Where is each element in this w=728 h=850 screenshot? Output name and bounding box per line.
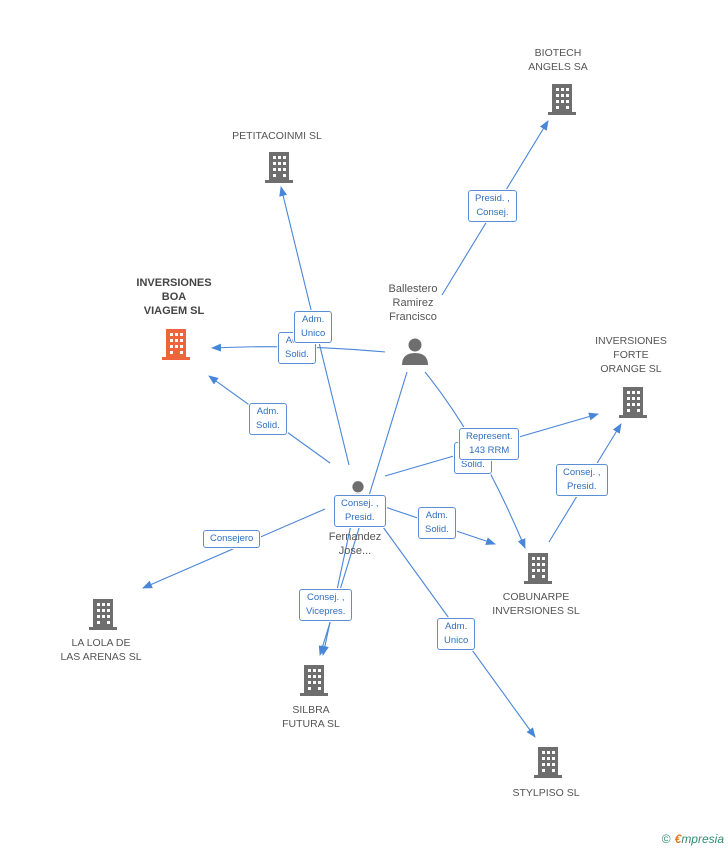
empresia-brand[interactable]: ©€mpresia bbox=[662, 832, 724, 846]
brand-name: mpresia bbox=[681, 832, 724, 846]
company-label-petitacoinmi[interactable]: PETITACOINMI SL bbox=[232, 130, 322, 142]
company-label-silbra[interactable]: SILBRA FUTURA SL bbox=[282, 704, 340, 730]
edge-label-adm-unico: Adm.Unico bbox=[437, 618, 476, 650]
edge-label-represent: Represent.143 RRM bbox=[459, 428, 520, 460]
building-icon bbox=[265, 152, 293, 183]
company-label-cobunarpe[interactable]: COBUNARPE INVERSIONES SL bbox=[492, 591, 580, 617]
person-label-ballestero[interactable]: Ballestero Ramirez Francisco bbox=[388, 283, 438, 323]
building-icon bbox=[300, 665, 328, 696]
edge-label-consejero: Consejero bbox=[203, 530, 261, 548]
person-icon bbox=[402, 338, 428, 365]
building-icon bbox=[524, 553, 552, 584]
edge-label-consej-presid: Consej. ,Presid. bbox=[556, 464, 608, 496]
copyright-icon: © bbox=[661, 832, 671, 846]
edge-fernandez-lola bbox=[142, 508, 326, 589]
building-icon bbox=[89, 599, 117, 630]
company-label-boa-viagem[interactable]: INVERSIONES BOA VIAGEM SL bbox=[136, 277, 212, 317]
edge-label-adm-solid: Adm.Solid. bbox=[249, 403, 287, 435]
brand-logo-e: € bbox=[674, 832, 682, 846]
edge-label-consej-presid: Consej. ,Presid. bbox=[334, 495, 386, 527]
company-label-lola-arenas[interactable]: LA LOLA DE LAS ARENAS SL bbox=[60, 637, 142, 663]
company-label-biotech[interactable]: BIOTECH ANGELS SA bbox=[528, 47, 588, 73]
building-icon bbox=[548, 84, 576, 115]
company-label-forte-orange[interactable]: INVERSIONES FORTE ORANGE SL bbox=[595, 335, 667, 375]
building-icon bbox=[534, 747, 562, 778]
edge-label-consej-vicepres: Consej. ,Vicepres. bbox=[299, 589, 353, 621]
building-icon bbox=[619, 387, 647, 418]
edge-label-adm-solid: Adm.Solid. bbox=[418, 507, 456, 539]
building-icon-highlight bbox=[162, 329, 190, 360]
edge-fernandez-silbra bbox=[320, 519, 353, 656]
company-label-stylpiso[interactable]: STYLPISO SL bbox=[512, 787, 580, 799]
edge-label-adm-unico: Adm.Unico bbox=[294, 311, 333, 343]
person-label-fernandez[interactable]: Fernandez Jose... bbox=[328, 531, 382, 557]
edge-label-presid-consej: Presid. ,Consej. bbox=[468, 190, 517, 222]
